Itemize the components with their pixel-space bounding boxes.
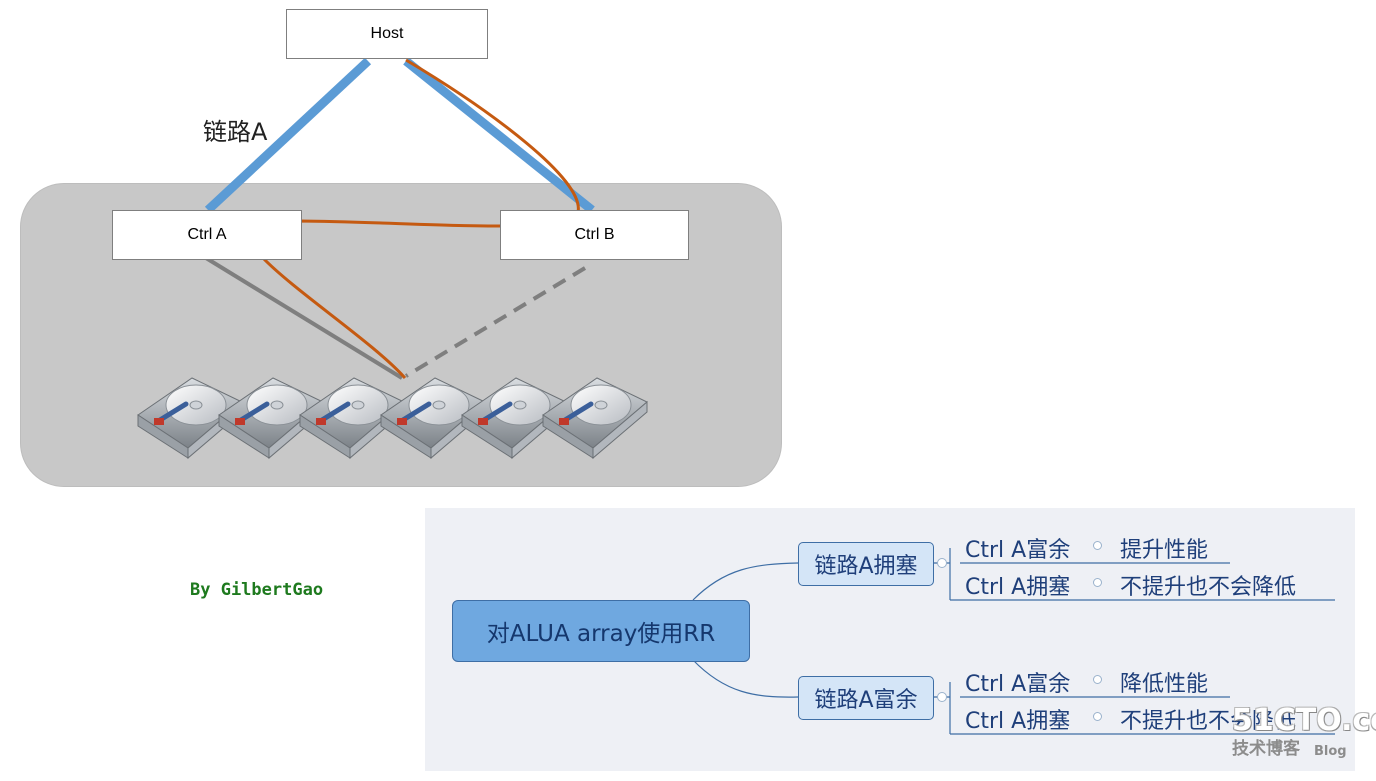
leaf-result: 不提升也不会降低 <box>1120 709 1297 734</box>
leaf-dot-icon <box>1093 712 1102 721</box>
ctrl-a-box: Ctrl A <box>112 210 302 260</box>
ctrl-a-label: Ctrl A <box>187 226 227 243</box>
watermark-blog: Blog <box>1314 744 1347 759</box>
watermark-brand: 51CTO.com <box>1232 703 1376 738</box>
leaf-dot-icon <box>1093 578 1102 587</box>
author-credit: By GilbertGao <box>190 580 324 600</box>
leaf-result: 提升性能 <box>1120 538 1209 563</box>
link-b-line <box>403 57 595 214</box>
ctrl-a-disk-line <box>204 256 404 380</box>
branch-node-link-a-congested: 链路A拥塞 <box>798 542 934 586</box>
leaf-dot-icon <box>1093 541 1102 550</box>
connector-root-bottom <box>692 659 799 698</box>
connector-bottom-bracket <box>933 682 951 734</box>
host-box: Host <box>286 9 488 59</box>
connector-root-top <box>692 562 799 601</box>
link-a-label: 链路A <box>203 118 268 146</box>
leaf-result: 不提升也不会降低 <box>1120 575 1297 600</box>
ctrl-b-box: Ctrl B <box>500 210 689 260</box>
collapse-dot-bottom <box>937 692 947 702</box>
connector-top-bracket <box>933 548 951 600</box>
host-label: Host <box>370 25 404 42</box>
mind-map-root-node: 对ALUA array使用RR <box>452 600 750 662</box>
leaf-condition: Ctrl A拥塞 <box>965 709 1071 734</box>
branch-node-link-a-spare: 链路A富余 <box>798 676 934 720</box>
ctrl-b-disk-line <box>404 266 587 378</box>
collapse-dot-top <box>937 558 947 568</box>
link-a-line <box>204 57 372 214</box>
alternate-path-curve <box>252 58 580 379</box>
ctrl-b-label: Ctrl B <box>574 226 615 243</box>
leaf-condition: Ctrl A富余 <box>965 672 1071 697</box>
leaf-condition: Ctrl A富余 <box>965 538 1071 563</box>
leaf-dot-icon <box>1093 675 1102 684</box>
watermark: 51CTO.com 技术博客 Blog <box>1232 703 1376 759</box>
mind-map: 对ALUA array使用RR 链路A拥塞 链路A富余 Ctrl A富余 提升性… <box>425 508 1355 771</box>
mind-map-connectors <box>692 548 1335 735</box>
leaf-condition: Ctrl A拥塞 <box>965 575 1071 600</box>
path-lines <box>204 57 595 380</box>
watermark-subtitle: 技术博客 <box>1232 739 1300 759</box>
leaf-result: 降低性能 <box>1120 672 1209 697</box>
